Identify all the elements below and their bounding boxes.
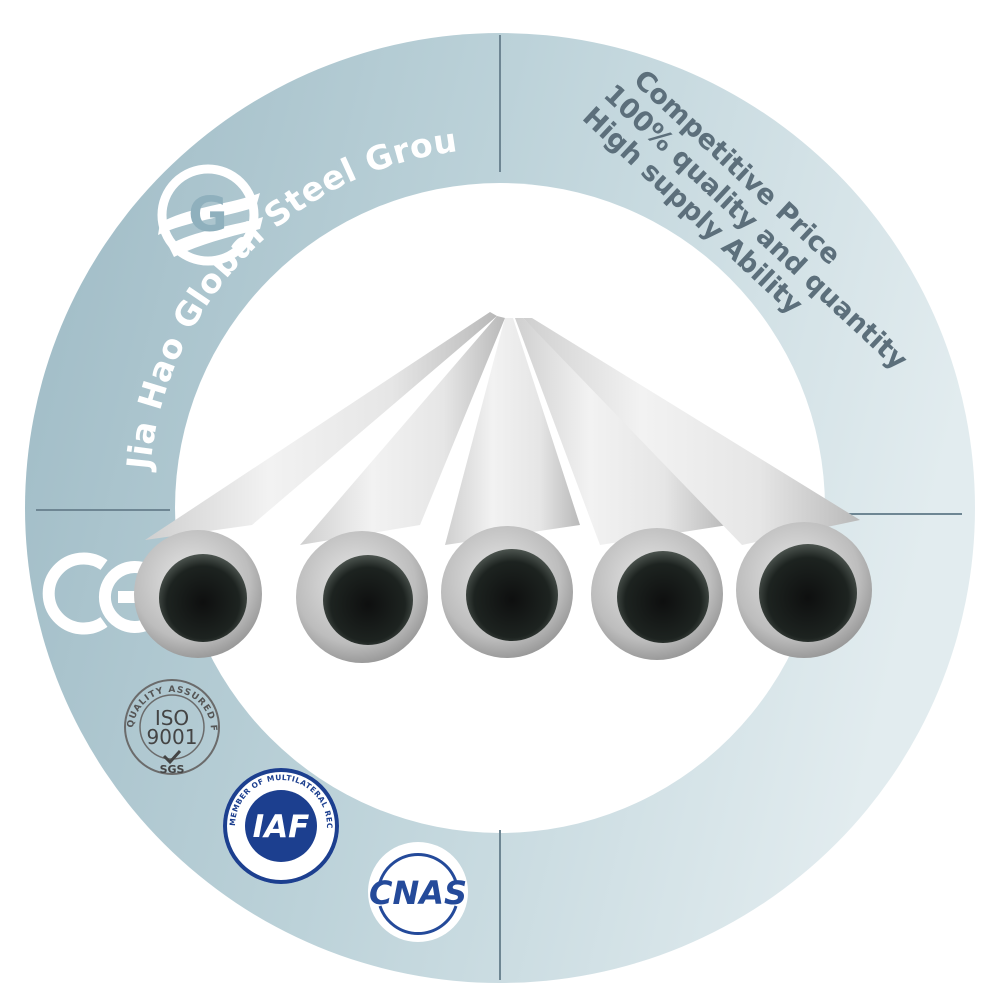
globe-g-logo-icon: G [157, 164, 263, 266]
iaf-badge-icon: MEMBER OF MULTILATERAL RECOGNITION ARRAN… [223, 768, 339, 884]
iso-footer: SGS [160, 763, 185, 776]
iso-line1: ISO [155, 706, 189, 730]
ring-dividers [36, 35, 962, 980]
pipe-body-2 [300, 316, 505, 545]
pipe-end-3 [441, 526, 573, 658]
pipe-end-2 [296, 531, 428, 663]
cnas-logo-icon: CNAS [368, 842, 468, 942]
logo-letter: G [188, 187, 227, 243]
iaf-label: IAF [253, 809, 310, 845]
pipe-body-5 [523, 318, 860, 545]
pipe-body-4 [515, 318, 728, 545]
pipe-body-3 [445, 318, 580, 545]
pipe-end-1 [134, 530, 262, 658]
pipe-end-5 [736, 522, 872, 658]
iso-line2: 9001 [147, 725, 198, 749]
steel-pipes [134, 312, 872, 663]
pipe-end-4 [591, 528, 723, 660]
cnas-label: CNAS [369, 874, 467, 912]
pipe-body-1 [145, 312, 497, 540]
